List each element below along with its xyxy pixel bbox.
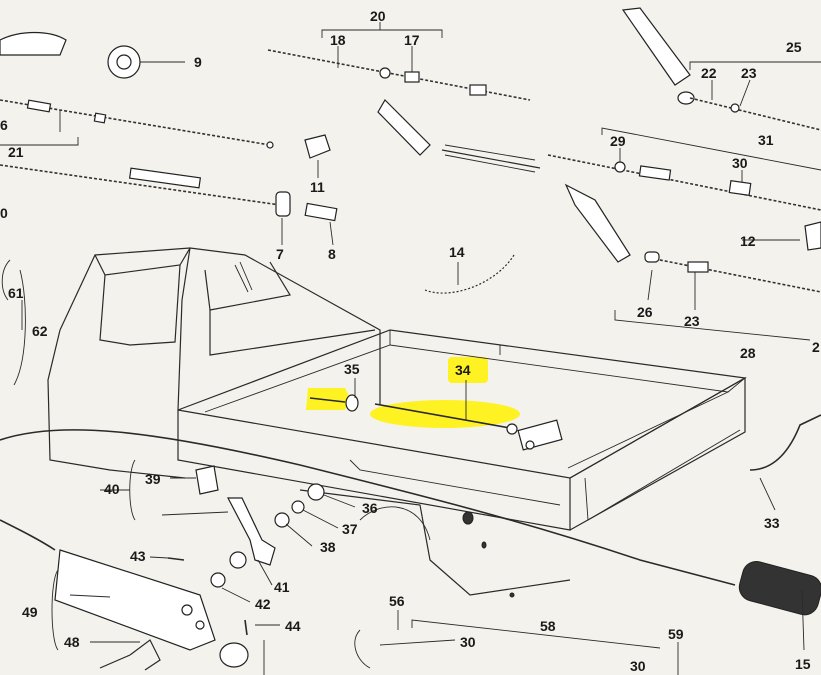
truck-body — [47, 247, 747, 598]
highlight-part-34 — [370, 400, 520, 428]
label-0: 0 — [0, 205, 8, 221]
label-20: 20 — [370, 8, 386, 24]
label-28: 28 — [740, 345, 756, 361]
highlight-part-35 — [306, 388, 350, 410]
label-22: 22 — [701, 65, 717, 81]
label-7: 7 — [276, 246, 284, 262]
label-17: 17 — [404, 32, 420, 48]
cable-18-17 — [267, 49, 541, 173]
label-35: 35 — [344, 361, 360, 377]
label-29: 29 — [610, 133, 626, 149]
parts-7-8-11 — [275, 134, 338, 222]
label-43: 43 — [130, 548, 146, 564]
label-42: 42 — [255, 596, 271, 612]
cables-right — [547, 7, 821, 293]
label-38: 38 — [320, 539, 336, 555]
label-30-bottom-b: 30 — [630, 658, 646, 674]
highlight-group — [306, 357, 520, 428]
label-41: 41 — [274, 579, 290, 595]
long-cable — [0, 414, 821, 616]
label-23-top: 23 — [741, 65, 757, 81]
label-59: 59 — [668, 626, 684, 642]
small-parts-cluster — [167, 465, 325, 636]
part-34-rod — [374, 403, 563, 451]
label-12: 12 — [740, 233, 756, 249]
label-39: 39 — [145, 471, 161, 487]
label-31: 31 — [758, 132, 774, 148]
label-6: 6 — [0, 117, 8, 133]
label-48: 48 — [64, 634, 80, 650]
label-23-mid: 23 — [684, 313, 700, 329]
label-30-bottom-a: 30 — [460, 634, 476, 650]
label-40: 40 — [104, 481, 120, 497]
label-18: 18 — [330, 32, 346, 48]
part-49-lever — [54, 549, 249, 671]
label-26: 26 — [637, 304, 653, 320]
label-56: 56 — [389, 593, 405, 609]
label-33: 33 — [764, 515, 780, 531]
part-9-grommet — [107, 45, 141, 79]
label-9: 9 — [194, 54, 202, 70]
label-58: 58 — [540, 618, 556, 634]
label-15: 15 — [795, 656, 811, 672]
label-14: 14 — [449, 244, 465, 260]
cables-top-left — [0, 31, 281, 206]
label-25: 25 — [786, 39, 802, 55]
highlight-label-34 — [448, 357, 488, 383]
label-36: 36 — [362, 500, 378, 516]
label-49: 49 — [22, 604, 38, 620]
part-14-chain — [424, 254, 515, 294]
label-21: 21 — [8, 144, 24, 160]
label-2: 2 — [812, 339, 820, 355]
label-30-right: 30 — [732, 155, 748, 171]
label-11: 11 — [310, 179, 325, 195]
leader-lines — [0, 22, 821, 675]
label-62: 62 — [32, 323, 48, 339]
part-35 — [309, 394, 359, 412]
label-44: 44 — [285, 618, 301, 634]
label-34: 34 — [455, 362, 471, 378]
label-8: 8 — [328, 246, 336, 262]
label-37: 37 — [342, 521, 358, 537]
callout-labels: 20 18 17 9 6 21 11 0 7 8 14 61 62 25 22 … — [0, 8, 820, 674]
label-61: 61 — [8, 285, 24, 301]
